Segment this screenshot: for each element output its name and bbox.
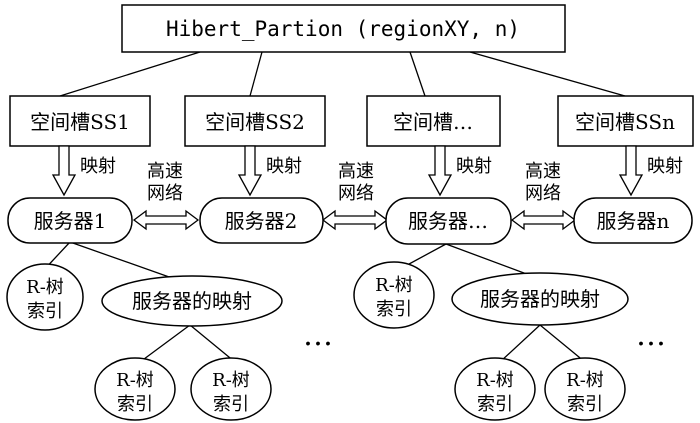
- server-node-n: 服务器n: [573, 197, 693, 244]
- network-label-3: 高速 网络: [525, 161, 561, 204]
- mapping-label-3: 映射: [456, 156, 492, 177]
- partition-function-box: Hibert_Partion (regionXY, n): [121, 4, 566, 53]
- server-mapping-node-b: 服务器的映射: [451, 272, 629, 326]
- mapping-arrow-3: [427, 145, 453, 197]
- svg-text:网络: 网络: [525, 183, 561, 204]
- server-label-3: 服务器…: [408, 209, 488, 233]
- server-mapping-node-a: 服务器的映射: [101, 275, 283, 327]
- slot-label-n: 空间槽SSn: [575, 110, 675, 134]
- slot-box-n: 空间槽SSn: [557, 95, 694, 147]
- svg-text:R-树: R-树: [375, 275, 413, 296]
- mapping-arrow-n: [618, 145, 644, 197]
- svg-text:R-树: R-树: [26, 277, 64, 298]
- slot-label-1: 空间槽SS1: [30, 110, 130, 134]
- slot-label-2: 空间槽SS2: [205, 110, 305, 134]
- svg-text:R-树: R-树: [212, 370, 250, 391]
- root-connectors: [59, 51, 626, 97]
- server-label-n: 服务器n: [597, 209, 670, 233]
- ellipsis-marker-2: …: [636, 318, 666, 353]
- svg-text:索引: 索引: [477, 394, 513, 415]
- svg-text:网络: 网络: [338, 183, 374, 204]
- server-label-2: 服务器2: [225, 209, 298, 233]
- rtree-index-node-e: R-树 索引: [454, 357, 536, 421]
- svg-text:R-树: R-树: [116, 370, 154, 391]
- rtree-index-node-f: R-树 索引: [544, 357, 626, 421]
- rtree-index-node-d: R-树 索引: [190, 357, 272, 421]
- svg-text:高速: 高速: [525, 161, 561, 182]
- svg-text:高速: 高速: [147, 161, 183, 182]
- server-mapping-label-a: 服务器的映射: [132, 289, 252, 313]
- svg-text:索引: 索引: [117, 394, 153, 415]
- network-label-1: 高速 网络: [147, 161, 183, 204]
- rtree-index-node-a: R-树 索引: [6, 263, 84, 331]
- slot-box-2: 空间槽SS2: [184, 95, 326, 147]
- server-mapping-label-b: 服务器的映射: [480, 287, 600, 311]
- ellipsis-marker-1: …: [303, 318, 333, 353]
- mapping-label-2: 映射: [266, 156, 302, 177]
- mapping-label-1: 映射: [80, 156, 116, 177]
- rtree-index-node-b: R-树 索引: [353, 261, 435, 329]
- network-link-arrow-3: [510, 209, 577, 231]
- partition-function-label: Hibert_Partion (regionXY, n): [166, 17, 520, 41]
- svg-text:高速: 高速: [338, 161, 374, 182]
- mapping-arrow-2: [237, 145, 263, 197]
- mapping-label-n: 映射: [647, 156, 683, 177]
- svg-text:R-树: R-树: [566, 370, 604, 391]
- server-node-1: 服务器1: [7, 197, 133, 244]
- slot-box-1: 空间槽SS1: [9, 95, 151, 147]
- server-label-1: 服务器1: [34, 209, 107, 233]
- svg-text:索引: 索引: [27, 301, 63, 322]
- network-label-2: 高速 网络: [338, 161, 374, 204]
- network-link-arrow-2: [321, 209, 389, 231]
- slot-label-3: 空间槽…: [393, 110, 473, 134]
- server-node-2: 服务器2: [199, 197, 324, 244]
- svg-text:网络: 网络: [147, 183, 183, 204]
- mapping-arrow-1: [51, 145, 77, 197]
- svg-text:索引: 索引: [567, 394, 603, 415]
- svg-text:索引: 索引: [376, 299, 412, 320]
- network-link-arrow-1: [132, 209, 200, 231]
- slot-box-3: 空间槽…: [366, 95, 501, 147]
- svg-text:R-树: R-树: [476, 370, 514, 391]
- rtree-index-node-c: R-树 索引: [94, 357, 176, 421]
- server-node-3: 服务器…: [385, 197, 512, 245]
- svg-text:索引: 索引: [213, 394, 249, 415]
